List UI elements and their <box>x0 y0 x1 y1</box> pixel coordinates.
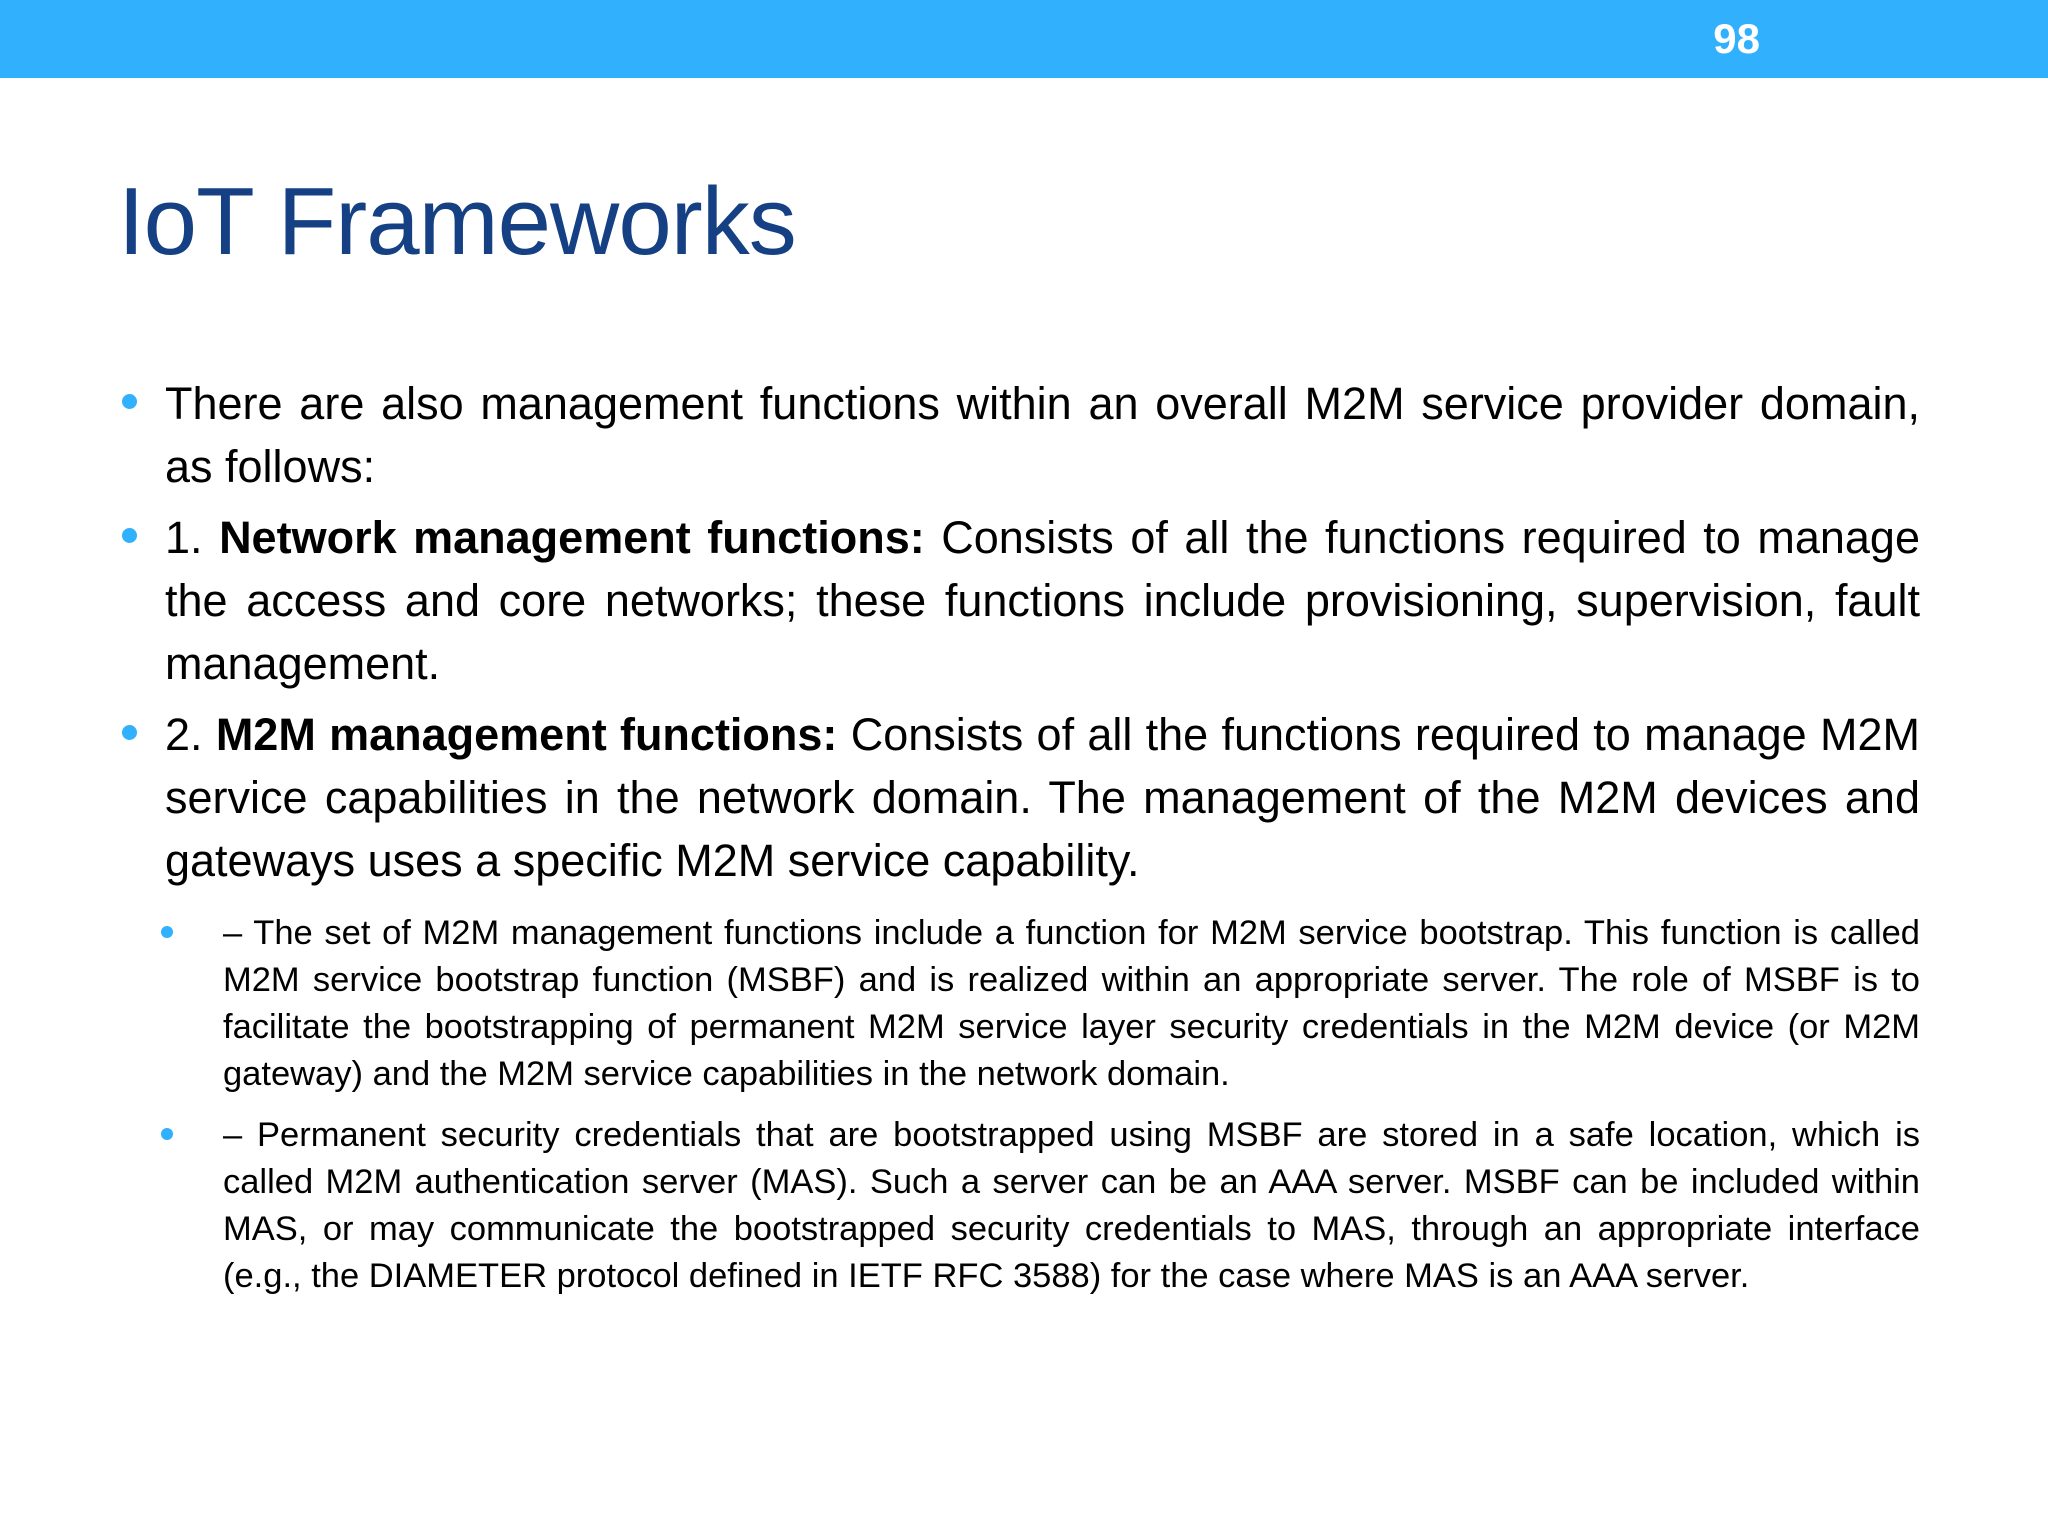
bullet-term: Network management functions: <box>219 512 925 563</box>
bullet-body: Consists of all the functions required t… <box>165 709 1920 886</box>
bullet-number: 2. <box>165 709 216 760</box>
top-banner: 98 <box>0 0 2048 78</box>
bullet-dot-icon <box>161 1128 173 1140</box>
page-number: 98 <box>1713 15 1760 62</box>
bullet-item: 2. M2M management functions: Consists of… <box>0 703 2048 892</box>
bullet-dot-icon <box>161 926 173 938</box>
bullet-text: 2. M2M management functions: Consists of… <box>165 703 1920 892</box>
page-title: IoT Frameworks <box>118 168 797 275</box>
sub-bullet-text: – The set of M2M management functions in… <box>223 914 1920 1093</box>
slide-body: There are also management functions with… <box>0 372 2048 1314</box>
sub-bullet-item: – The set of M2M management functions in… <box>0 910 2048 1098</box>
sub-bullet-item: – Permanent security credentials that ar… <box>0 1112 2048 1300</box>
bullet-text: There are also management functions with… <box>165 378 1920 492</box>
bullet-text: 1. Network management functions: Consist… <box>165 506 1920 695</box>
sub-bullet-text: – Permanent security credentials that ar… <box>223 1116 1920 1295</box>
bullet-dot-icon <box>122 725 137 740</box>
bullet-term: M2M management functions: <box>215 709 838 760</box>
bullet-body: Consists of all the functions required t… <box>165 512 1920 689</box>
bullet-dot-icon <box>122 528 137 543</box>
bullet-dot-icon <box>122 394 137 409</box>
bullet-item: There are also management functions with… <box>0 372 2048 498</box>
bullet-number: 1. <box>165 512 220 563</box>
bullet-item: 1. Network management functions: Consist… <box>0 506 2048 695</box>
spacer <box>0 900 2048 910</box>
